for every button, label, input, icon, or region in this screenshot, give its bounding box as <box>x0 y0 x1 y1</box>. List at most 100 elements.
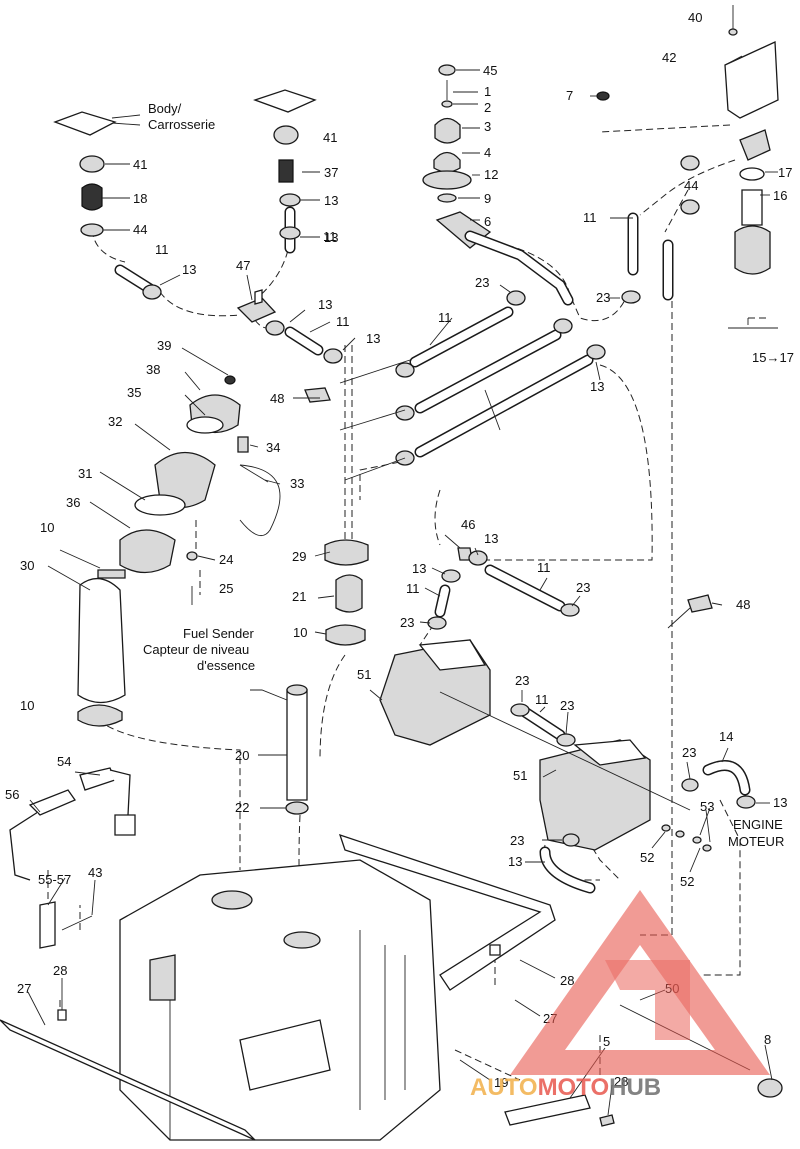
callout-31: 31 <box>78 466 92 481</box>
callout-13-h: 13 <box>412 561 426 576</box>
callout-3: 3 <box>484 119 491 134</box>
carburetor-assembly <box>304 387 756 894</box>
callout-numbers: 40 42 45 1 2 7 3 4 12 9 6 41 41 37 18 44… <box>5 10 792 1090</box>
callout-13-c: 13 <box>182 262 196 277</box>
callout-56: 56 <box>5 787 19 802</box>
left-vent-assembly <box>79 155 162 300</box>
callout-54: 54 <box>57 754 71 769</box>
callout-23-b: 23 <box>596 290 610 305</box>
center-vent-assembly <box>236 125 301 323</box>
callout-23-a: 23 <box>475 275 489 290</box>
caption-engine-en: ENGINE <box>733 817 783 832</box>
callout-13-d: 13 <box>318 297 332 312</box>
callout-44-left: 44 <box>133 222 147 237</box>
callout-23-d: 23 <box>400 615 414 630</box>
callout-13-i: 13 <box>773 795 787 810</box>
callout-22: 22 <box>235 800 249 815</box>
callout-21: 21 <box>292 589 306 604</box>
callout-41-center: 41 <box>323 130 337 145</box>
callout-44-right: 44 <box>684 178 698 193</box>
callout-45: 45 <box>483 63 497 78</box>
callout-28-c: 28 <box>614 1074 628 1089</box>
caption-fuel-sender-fr-2: d'essence <box>197 658 255 673</box>
callout-53: 53 <box>700 799 714 814</box>
caption-fuel-sender-en: Fuel Sender <box>183 626 254 641</box>
valve-assembly <box>422 64 610 306</box>
caption-body-en: Body/ <box>148 101 182 116</box>
callout-11-g: 11 <box>406 581 420 596</box>
callout-38: 38 <box>146 362 160 377</box>
callout-20: 20 <box>235 748 249 763</box>
callout-5: 5 <box>603 1034 610 1049</box>
callout-23-g: 23 <box>682 745 696 760</box>
callout-10-b: 10 <box>293 625 307 640</box>
automotohub-watermark: AUTOMOTOHUB <box>470 890 770 1101</box>
callout-52-a: 52 <box>640 850 654 865</box>
filler-neck-assembly <box>77 375 281 727</box>
callout-24: 24 <box>219 552 233 567</box>
callout-14: 14 <box>719 729 733 744</box>
callout-11-h: 11 <box>535 692 549 707</box>
callout-52-b: 52 <box>680 874 694 889</box>
caption-ref-15-17: 15→17 <box>752 350 794 365</box>
callout-1: 1 <box>484 84 491 99</box>
callout-42: 42 <box>662 50 676 65</box>
caption-fuel-sender-fr-1: Capteur de niveau <box>143 642 249 657</box>
watermark-auto: AUTO <box>470 1074 538 1101</box>
callout-51-a: 51 <box>357 667 371 682</box>
callout-13-e: 13 <box>366 331 380 346</box>
captions: Body/ Carrosserie Fuel Sender Capteur de… <box>143 101 794 849</box>
callout-55-57: 55-57 <box>38 872 71 887</box>
callout-30: 30 <box>20 558 34 573</box>
callout-27-a: 27 <box>17 981 31 996</box>
callout-37: 37 <box>324 165 338 180</box>
body-mount-plates <box>53 89 317 136</box>
callout-29: 29 <box>292 549 306 564</box>
watermark-moto: MOTO <box>538 1074 610 1101</box>
watermark-triangle-logo <box>510 890 770 1075</box>
callout-40: 40 <box>688 10 702 25</box>
callout-12: 12 <box>484 167 498 182</box>
callout-11-d: 11 <box>438 310 452 325</box>
callout-11-c: 11 <box>336 314 350 329</box>
callout-34: 34 <box>266 440 280 455</box>
hose-runs <box>265 290 606 481</box>
callout-28-a: 28 <box>53 963 67 978</box>
callout-10-a: 10 <box>40 520 54 535</box>
callout-18: 18 <box>133 191 147 206</box>
caption-body-fr: Carrosserie <box>148 117 215 132</box>
callout-9: 9 <box>484 191 491 206</box>
callout-36: 36 <box>66 495 80 510</box>
callout-48-a: 48 <box>270 391 284 406</box>
callout-51-b: 51 <box>513 768 527 783</box>
callout-4: 4 <box>484 145 491 160</box>
callout-28-b: 28 <box>560 973 574 988</box>
watermark-hub: HUB <box>609 1074 661 1101</box>
tank-straps <box>9 767 136 1021</box>
callout-47: 47 <box>236 258 250 273</box>
support-rails <box>0 833 783 1141</box>
callout-19: 19 <box>494 1075 508 1090</box>
callout-23-e: 23 <box>515 673 529 688</box>
callout-11-e: 11 <box>583 210 597 225</box>
callout-11-a: 11 <box>155 242 169 257</box>
callout-16: 16 <box>773 188 787 203</box>
callout-13-a: 13 <box>324 193 338 208</box>
callout-11-f: 11 <box>537 560 551 575</box>
callout-33: 33 <box>290 476 304 491</box>
callout-23-c: 23 <box>576 580 590 595</box>
callout-8: 8 <box>764 1032 771 1047</box>
callout-41-left: 41 <box>133 157 147 172</box>
callout-leaders <box>27 55 778 1116</box>
callout-23-h: 23 <box>510 833 524 848</box>
callout-43: 43 <box>88 865 102 880</box>
svg-text:AUTOMOTOHUB: AUTOMOTOHUB <box>470 1074 661 1101</box>
callout-46: 46 <box>461 517 475 532</box>
callout-6: 6 <box>484 214 491 229</box>
callout-17: 17 <box>778 165 792 180</box>
callout-13-f: 13 <box>590 379 604 394</box>
callout-11-i: 13 <box>508 854 522 869</box>
callout-48-b: 48 <box>736 597 750 612</box>
callout-23-f: 23 <box>560 698 574 713</box>
